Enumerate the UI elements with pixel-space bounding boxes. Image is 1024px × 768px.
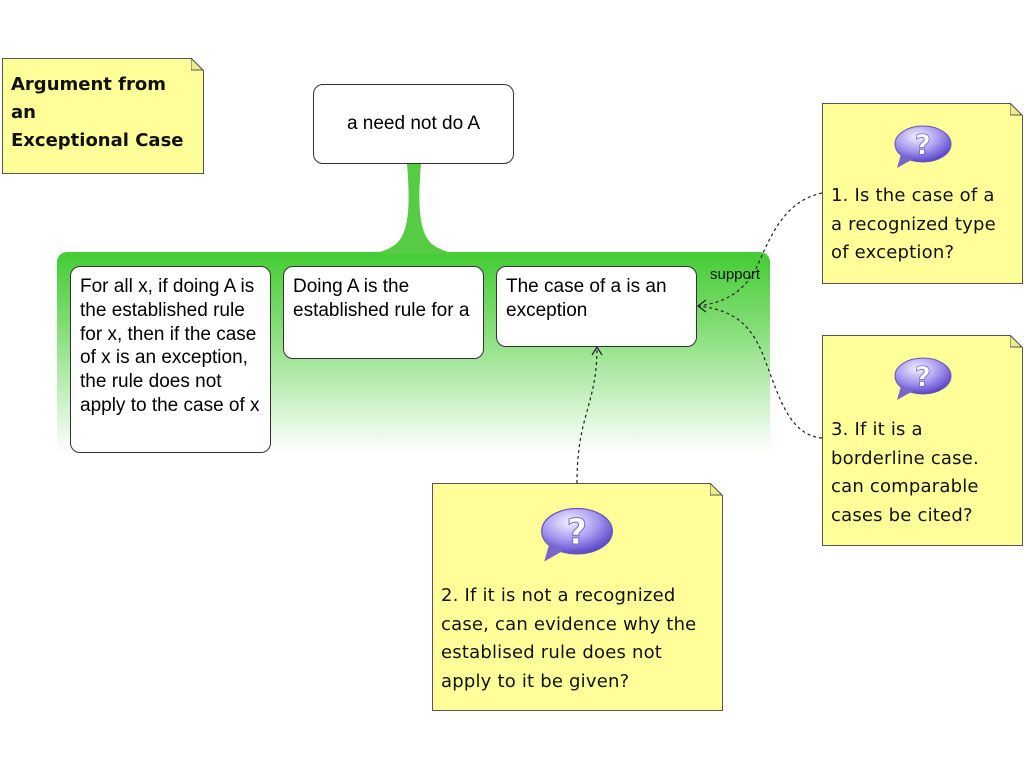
diagram-title-note: Argument from an Exceptional Case — [2, 58, 204, 174]
arrowhead-right — [697, 299, 707, 313]
question-2-line-2: case, can evidence why the — [441, 613, 697, 635]
question-2-line-1: 2. If it is not a recognized — [441, 585, 676, 606]
premise-node-1[interactable]: For all x, if doing A is the established… — [70, 266, 271, 453]
question-1-line-2: a recognized type — [831, 213, 996, 235]
critical-question-note-3[interactable]: ? 3. If it is a borderline case. can com… — [822, 335, 1023, 546]
svg-text:?: ? — [915, 360, 931, 393]
title-line-1: Argument from an — [11, 74, 166, 123]
premise-text-3: The case of a is an exception — [506, 276, 667, 321]
connector-q3 — [697, 305, 823, 439]
critical-question-note-1[interactable]: ? 1. Is the case of a a recognized type … — [822, 103, 1023, 284]
svg-text:?: ? — [567, 512, 588, 553]
panel-left-edge — [57, 260, 59, 454]
question-3-line-3: can comparable — [831, 476, 979, 497]
note-fold-corner — [1010, 335, 1023, 348]
question-bubble-icon: ? — [893, 124, 953, 180]
question-3-line-1: 3. If it is a — [831, 419, 923, 440]
support-label: support — [710, 266, 761, 283]
question-3-line-2: borderline case. — [831, 447, 979, 469]
conclusion-text: a need not do A — [346, 113, 481, 135]
panel-right-edge — [768, 260, 770, 454]
note-fold-corner — [710, 483, 723, 496]
note-fold-corner — [1010, 103, 1023, 116]
connector-q1 — [697, 192, 823, 307]
note-fold-corner — [191, 58, 204, 71]
question-2-line-3: establised rule does not — [441, 642, 663, 663]
connector-q2 — [576, 346, 598, 484]
premise-text-1: For all x, if doing A is the established… — [80, 276, 260, 416]
question-1-line-1: 1. Is the case of a — [831, 185, 995, 206]
support-stem — [372, 164, 456, 254]
svg-text:?: ? — [915, 128, 931, 161]
conclusion-node[interactable]: a need not do A — [313, 84, 514, 164]
question-3-line-4: cases be cited? — [831, 504, 973, 526]
premise-node-2[interactable]: Doing A is the established rule for a — [283, 266, 484, 359]
critical-question-note-2[interactable]: ? 2. If it is not a recognized case, can… — [432, 483, 723, 711]
question-2-line-4: apply to it be given? — [441, 670, 630, 692]
premise-text-2: Doing A is the established rule for a — [293, 276, 470, 321]
title-line-2: Exceptional Case — [11, 130, 184, 151]
arrowhead-up — [591, 345, 603, 356]
question-bubble-icon: ? — [893, 356, 953, 412]
premise-node-3[interactable]: The case of a is an exception — [496, 266, 697, 347]
question-1-line-3: of exception? — [831, 242, 955, 263]
question-bubble-icon: ? — [539, 506, 615, 574]
